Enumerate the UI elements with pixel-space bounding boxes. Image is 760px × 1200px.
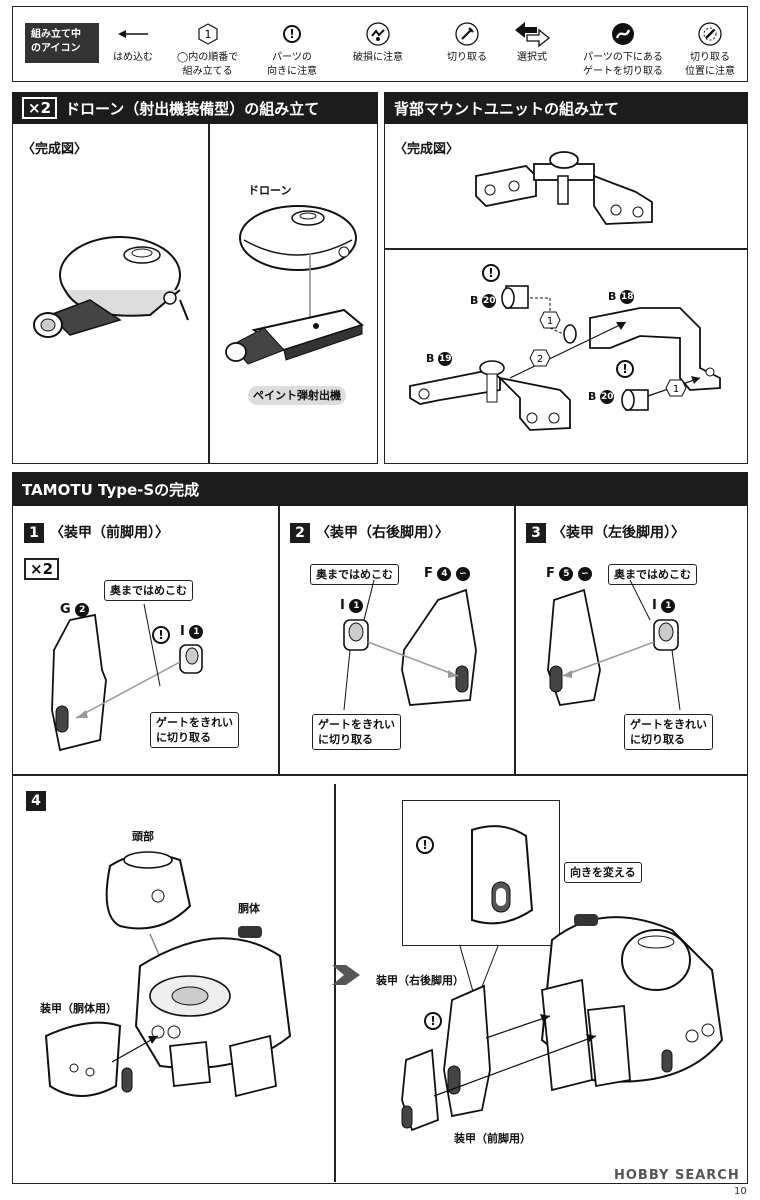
drone-section-header: ×2 ドローン（射出機装備型）の組み立て [12,92,378,124]
body-label: 胴体 [238,902,260,915]
body-armor-label: 装甲（胴体用） [40,1002,117,1015]
zoom-warn: ! [416,834,434,854]
rear-armor-zoom-illustration [471,825,534,925]
legend-item-damage: 破損に注意 [353,21,403,65]
watermark: HOBBY SEARCH [614,1168,740,1183]
paint-launcher-label: ペイント弾射出機 [248,386,346,405]
mount-warn-top: ! [482,262,500,282]
order-mark-2: 2 [537,354,543,365]
gate-under-cut-icon: ∽ [455,566,470,581]
mount-complete-illustration [475,151,653,225]
mount-warn-bottom: ! [616,358,634,378]
step-4-next-arrow [332,965,360,985]
order-number-icon: 1 [194,21,222,47]
drone-part-label: ドローン [248,184,292,197]
warning-icon: ! [482,264,500,282]
step-2-title: 2〈装甲（右後脚用）〉 [290,522,449,543]
step-divider-2 [514,506,516,774]
step-4-number: 4 [26,790,52,811]
rear-armor-warn: ! [424,1010,442,1030]
part-f4: F 4 ∽ [424,566,470,581]
warning-icon: ! [416,836,434,854]
drone-section-title: ドローン（射出機装備型）の組み立て [65,99,320,118]
part-b19: B 19 [426,352,453,366]
legend-item-cut-position: 切り取る 位置に注意 [685,21,735,79]
warning-icon: ! [424,1012,442,1030]
drone-body-part [239,205,357,271]
step-1-warn: ! [152,624,170,644]
steps-row-divider [12,774,748,776]
front-armor-label: 装甲（前脚用） [454,1132,531,1145]
part-i1-step2: I 1 [340,598,364,613]
part-b18: B 18 [608,290,635,304]
part-b20-bottom: B 20 [588,390,615,404]
mount-complete-label: 〈完成図〉 [394,142,460,157]
drone-panel-divider [208,124,210,464]
legend-title: 組み立て中 のアイコン [25,23,99,63]
gate-under-cut-icon [609,21,637,47]
order-mark-1: 1 [547,316,553,327]
step-3-callout-gate: ゲートをきれい に切り取る [624,714,713,750]
paint-launcher-part [225,308,365,365]
legend-item-gate-under: パーツの下にある ゲートを切り取る [583,21,663,79]
cut-position-icon [696,21,724,47]
mount-panel-divider [384,248,748,250]
step-divider-1 [278,506,280,774]
step-1-multiplier: ×2 [24,558,60,580]
mount-section-header: 背部マウントユニットの組み立て [384,92,748,124]
choice-arrows-icon [515,21,551,48]
step-3-illustration [547,579,681,711]
warning-icon: ! [278,21,306,47]
svg-text:1: 1 [204,28,211,41]
tamotu-section-header: TAMOTU Type-Sの完成 [12,472,748,506]
step-3-title: 3〈装甲（左後脚用）〉 [526,522,685,543]
legend-item-cut: 切り取る [447,21,487,65]
mount-exploded-illustration: 1 2 1 [409,285,721,431]
damage-caution-icon [364,21,392,47]
part-f5: F 5 ∽ [546,566,592,581]
legend-item-choice: 選択式 [515,21,551,65]
page-number: 10 [734,1186,747,1197]
step-1-callout-fit: 奥まではめこむ [104,580,193,601]
step-1-illustration [51,603,203,752]
multiplier-badge: ×2 [22,97,58,119]
head-label: 頭部 [132,830,154,843]
warning-icon: ! [152,626,170,644]
step-4-left-illustration [44,851,292,1098]
warning-icon: ! [616,360,634,378]
legend-item-fit: はめ込む [113,21,153,65]
step-1-callout-gate: ゲートをきれい に切り取る [150,712,239,748]
tamotu-section-title: TAMOTU Type-Sの完成 [22,480,200,499]
step-3-callout-fit: 奥まではめこむ [608,564,697,585]
part-i1-step3: I 1 [652,598,676,613]
step-1-title: 1〈装甲（前脚用）〉 [24,522,169,543]
turn-around-callout: 向きを変える [564,862,642,883]
gate-under-cut-icon: ∽ [577,566,592,581]
step-2-illustration [343,579,477,711]
part-g2: G 2 [60,602,90,617]
rear-armor-label: 装甲（右後脚用） [376,974,464,987]
part-b20-top: B 20 [470,294,497,308]
order-mark-3: 1 [673,384,679,395]
legend-item-order: 1 ◯内の順番で 組み立てる [177,21,238,79]
part-i1-step1: I 1 [180,624,204,639]
drone-complete-illustration [33,236,189,338]
mount-section-title: 背部マウントユニットの組み立て [394,99,620,118]
step-2-callout-gate: ゲートをきれい に切り取る [312,714,401,750]
step-4-right-illustration [401,914,724,1132]
cut-icon [453,21,481,47]
arrow-left-icon [118,21,148,47]
legend-item-orientation: ! パーツの 向きに注意 [267,21,317,79]
drone-complete-label: 〈完成図〉 [22,142,88,157]
icon-legend-bar: 組み立て中 のアイコン はめ込む 1 ◯内の順番で 組み立てる ! パーツの 向… [12,6,748,82]
step-2-callout-fit: 奥まではめこむ [310,564,399,585]
